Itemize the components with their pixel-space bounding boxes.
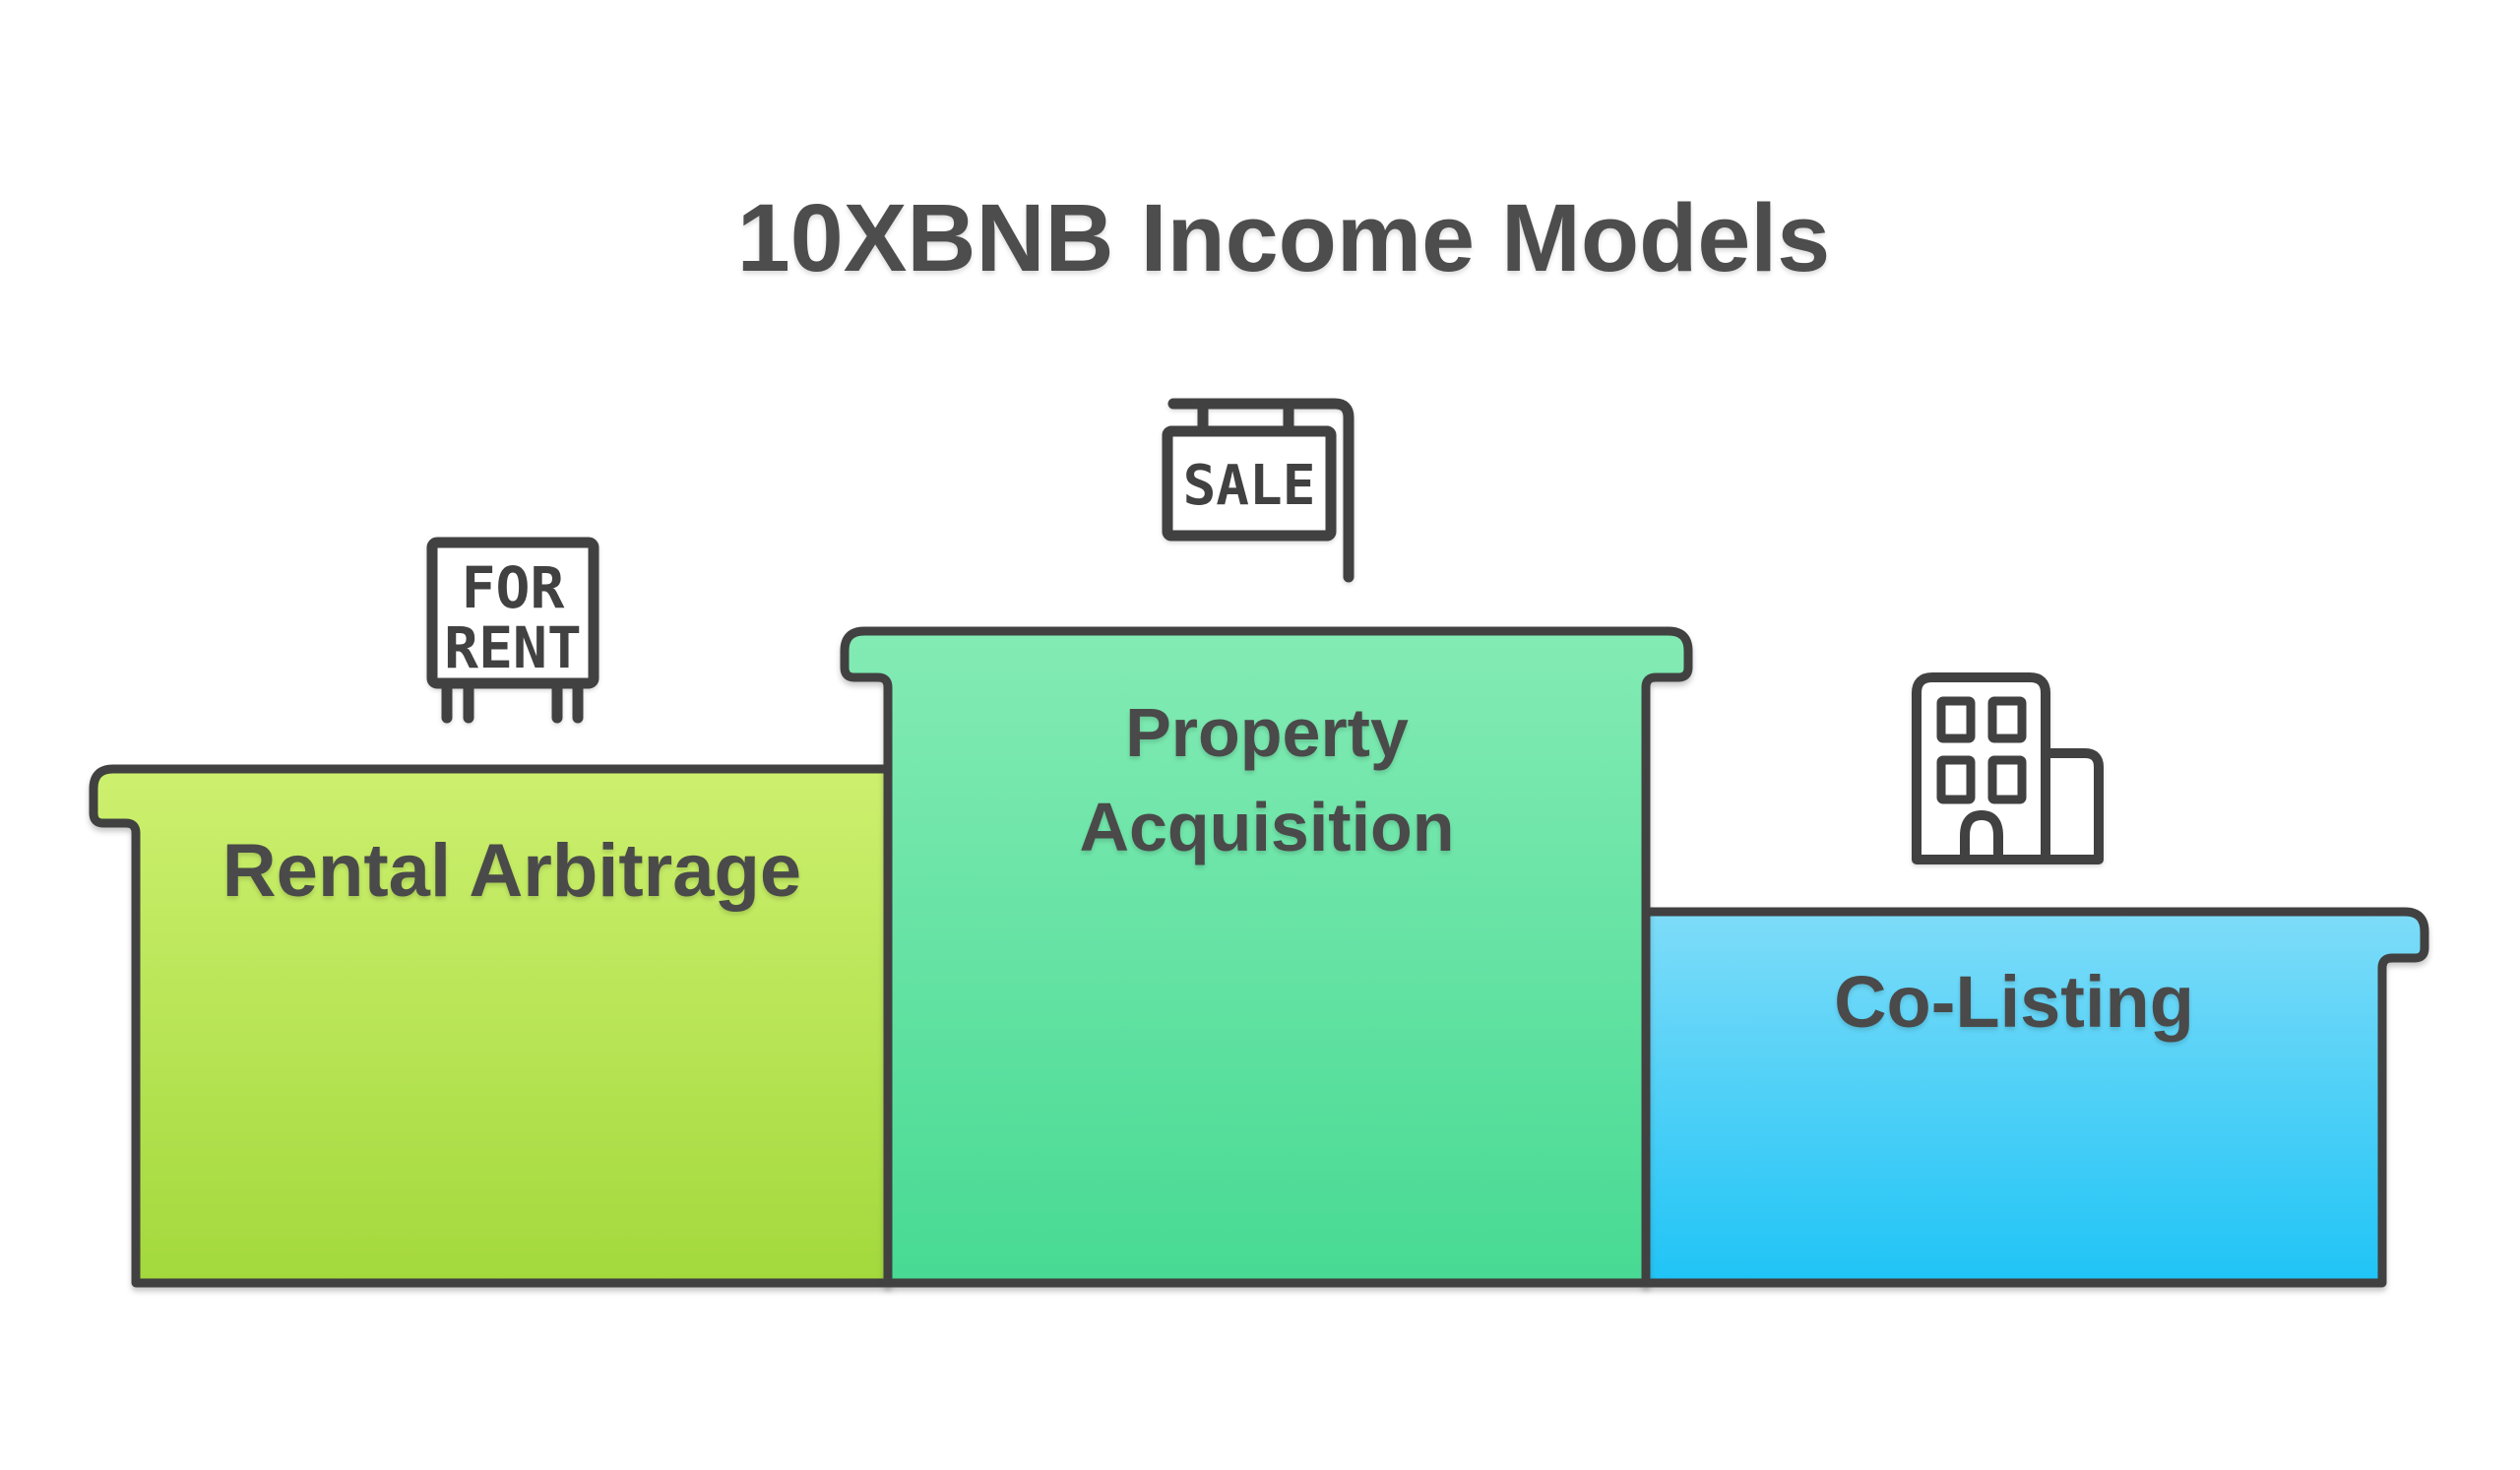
sign-board (1162, 425, 1337, 542)
property-acquisition-label: Property Acquisition (888, 685, 1646, 874)
sign-text-for: FOR (462, 554, 565, 621)
sign-legs (441, 680, 584, 724)
building-main (1912, 672, 2050, 864)
rental-arbitrage-bar (89, 764, 893, 1288)
sign-board (426, 537, 599, 689)
co-listing-label: Co-Listing (1834, 961, 2194, 1043)
building-window (1936, 696, 1976, 743)
building-annex (2041, 748, 2104, 864)
building-icon (1912, 672, 2104, 864)
property-acquisition-label-text: Property Acquisition (1079, 694, 1455, 865)
building-window (1987, 696, 2027, 743)
sign-text-rent: RENT (444, 614, 582, 681)
rental-arbitrage-label: Rental Arbitrage (221, 829, 802, 913)
sale-sign-icon: SALE (1162, 398, 1354, 583)
building-door (1960, 810, 2003, 864)
sign-post (1167, 398, 1354, 583)
co-listing-bar (1641, 907, 2429, 1288)
property-acquisition-bar (840, 626, 1693, 1288)
for-rent-sign-icon: FOR RENT (426, 537, 599, 724)
building-window (1936, 755, 1976, 804)
sign-text-sale: SALE (1183, 454, 1316, 518)
building-window (1987, 755, 2027, 804)
page-title: 10XBNB Income Models (736, 184, 1831, 291)
